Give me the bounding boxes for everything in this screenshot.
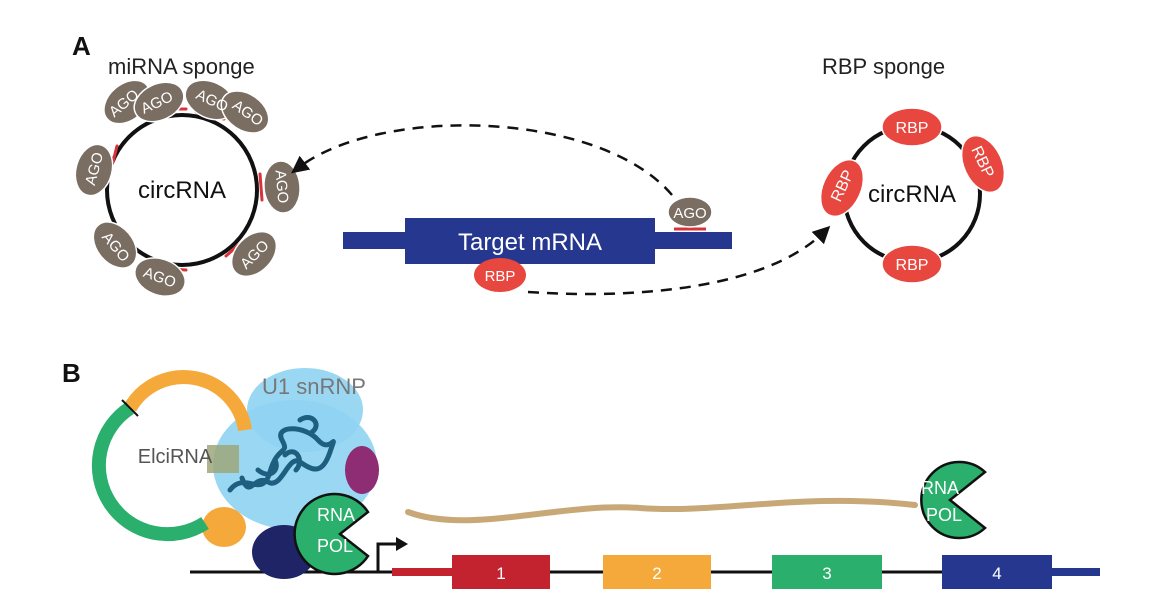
circrna-left-ring — [105, 113, 259, 267]
rbp-protein — [960, 134, 1006, 194]
target-mrna: Target mRNA AGO RBP — [343, 196, 732, 292]
exon-box — [772, 555, 882, 589]
target-mrna-label: Target mRNA — [458, 229, 602, 256]
promoter-arrow — [376, 542, 398, 572]
ring-number-2: 2 — [219, 404, 226, 419]
ago-sponge-arrow — [291, 124, 673, 196]
mirna-sponge-diagram: AGO AGO AGO AGO AGO AGO AGO AGO AGO circ… — [74, 79, 301, 297]
exon-box — [452, 555, 550, 589]
rbp-protein — [881, 107, 943, 147]
orange-factor — [202, 507, 246, 547]
rbp-on-mrna-label: RBP — [485, 268, 516, 285]
rbp-sponge-title: RBP sponge — [822, 54, 945, 79]
circrna-left-label: circRNA — [138, 177, 226, 204]
elcirna-orange-segment — [123, 370, 252, 432]
promoter-arrowhead — [396, 537, 408, 551]
nascent-transcript — [405, 497, 918, 524]
u1-rna-structure — [227, 415, 336, 493]
elcirna-overlap — [207, 445, 239, 473]
rna-pol-right: RNA POL — [920, 460, 987, 540]
ago-on-mrna — [667, 196, 713, 228]
utr-3prime — [1052, 568, 1100, 576]
ago-proteins-left — [74, 79, 301, 297]
rbp-on-mrna — [474, 258, 526, 292]
ago-on-mrna-label: AGO — [673, 205, 706, 222]
mrna-cds-box — [405, 218, 655, 264]
exon-label: 4 — [992, 564, 1001, 583]
rbp-protein — [819, 158, 865, 218]
rbp-sponge-diagram: RBP RBP RBP RBP circRNA — [819, 107, 1006, 284]
circrna-right-label: circRNA — [868, 181, 956, 208]
exons: 1 2 3 4 — [452, 555, 1052, 589]
rbp-protein — [881, 244, 943, 284]
u1-blob — [247, 368, 363, 452]
elcirna-label: ElciRNA — [138, 446, 213, 468]
rna-pol-left-top-label: RNA — [317, 505, 355, 525]
panel-b-letter: B — [62, 358, 81, 388]
ring-number-3: 3 — [116, 484, 123, 499]
rbp-label: RBP — [896, 120, 929, 137]
ago-label: AGO — [272, 169, 292, 204]
rna-pol-bottom-label: POL — [926, 505, 962, 525]
exon-box — [603, 555, 711, 589]
elcirna-junction — [121, 399, 139, 417]
exon-box — [942, 555, 1052, 589]
rna-pol-top-label: RNA — [921, 478, 959, 498]
u1-snrnp-label: U1 snRNP — [262, 374, 366, 399]
exon-label: 2 — [652, 564, 661, 583]
panel-a-letter: A — [72, 31, 91, 61]
rbp-label: RBP — [896, 257, 929, 274]
rna-pol-left-bottom-label: POL — [317, 536, 353, 556]
exon-label: 1 — [496, 564, 505, 583]
magenta-factor — [345, 446, 379, 494]
mirna-sponge-title: miRNA sponge — [108, 54, 255, 79]
utr-5prime — [392, 568, 452, 576]
elcirna-ring: ElciRNA 2 3 — [91, 370, 252, 542]
elcirna-green-segment — [91, 402, 209, 542]
u1-snrnp-complex: RNA POL — [202, 368, 379, 579]
rna-pol-left — [293, 492, 370, 576]
exon-label: 3 — [822, 564, 831, 583]
rna-pol-body — [920, 460, 987, 540]
rbp-sponge-arrow — [527, 225, 831, 296]
